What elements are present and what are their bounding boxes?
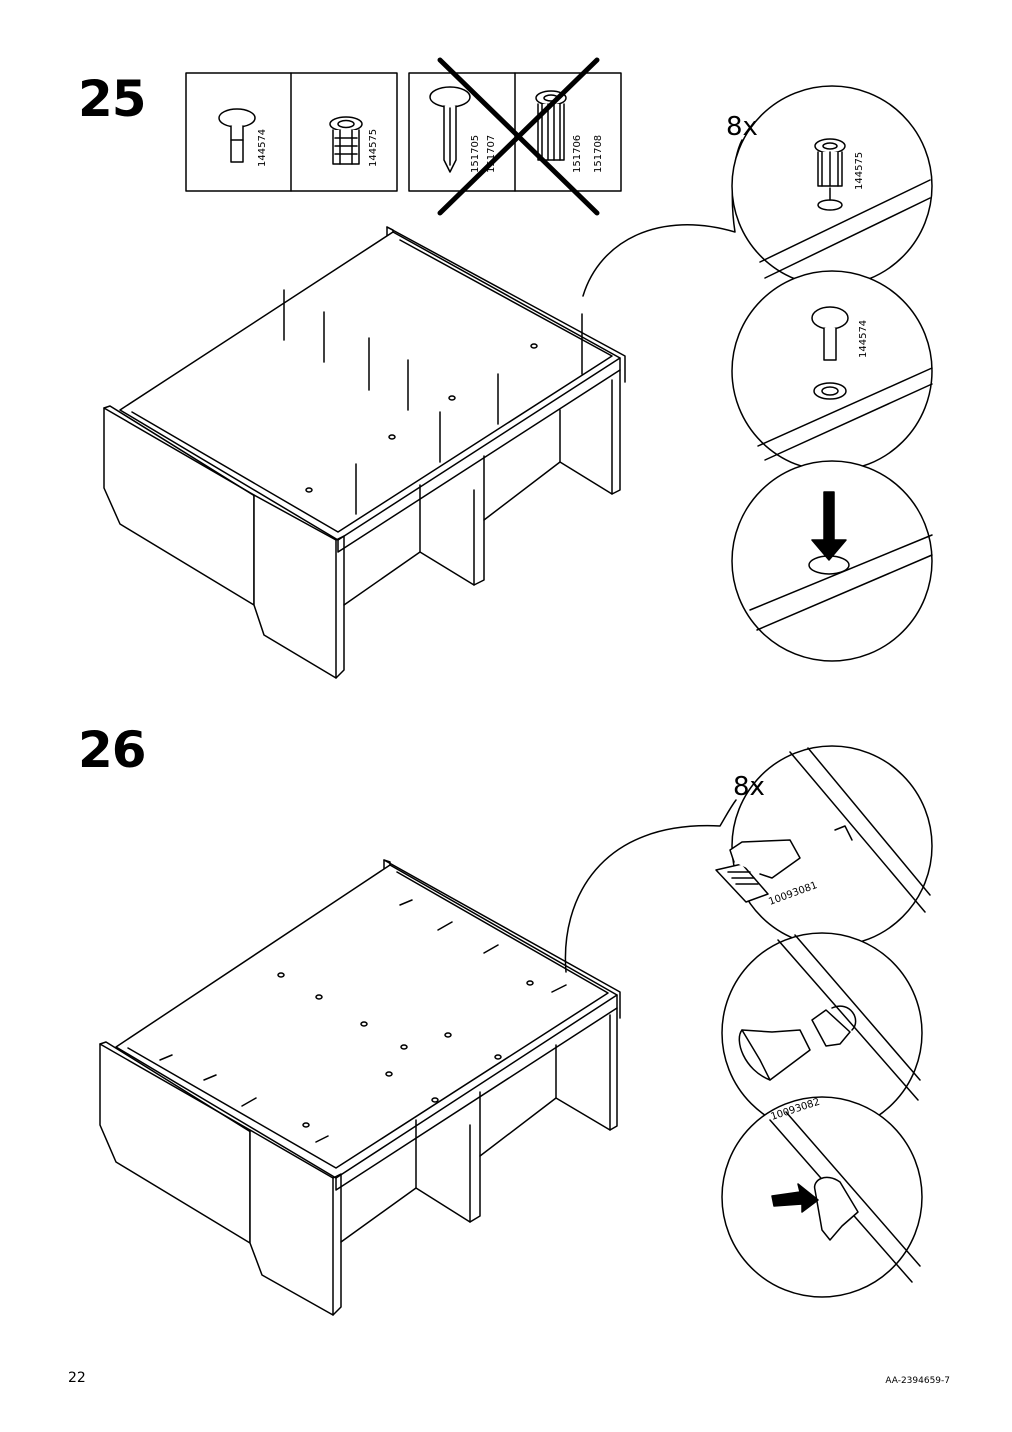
detail-circle-insert <box>721 1096 923 1298</box>
step-26-number: 26 <box>78 721 147 779</box>
detail-circle-connector-b <box>721 932 923 1134</box>
detail-circle-dowel <box>731 270 933 472</box>
step-26-quantity: 8x <box>733 772 765 802</box>
part-label-151707: 151707 <box>486 135 497 173</box>
part-label-151708: 151708 <box>593 135 604 173</box>
expanding-plug-icon <box>329 116 363 165</box>
part-label-144574: 144574 <box>257 129 268 167</box>
allowed-parts-box <box>185 72 398 192</box>
cross-out-icon <box>437 57 600 216</box>
step-25-quantity: 8x <box>726 112 758 142</box>
step-25-number: 25 <box>78 70 147 128</box>
right-arrow-icon <box>771 1183 819 1213</box>
document-code: AA-2394659-7 <box>885 1376 950 1386</box>
part-label-151706: 151706 <box>572 135 583 173</box>
down-arrow-icon <box>811 491 847 561</box>
part-label-144575: 144575 <box>368 129 379 167</box>
detail-label-144574: 144574 <box>858 320 869 358</box>
detail-circle-press <box>731 460 933 662</box>
step-25-bed-frame <box>103 226 626 679</box>
part-label-151705: 151705 <box>470 135 481 173</box>
step-26-bed-frame <box>99 859 621 1316</box>
detail-circle-connector-a <box>715 745 933 947</box>
detail-label-144575: 144575 <box>854 152 865 190</box>
detail-circle-plug <box>731 85 933 287</box>
page-number: 22 <box>68 1370 86 1386</box>
callout-connector-26 <box>564 799 737 973</box>
prohibited-parts-box <box>408 57 622 216</box>
callout-connector-25 <box>582 139 743 297</box>
cam-dowel-icon <box>218 108 256 163</box>
cam-dowel-long-icon <box>429 86 471 173</box>
